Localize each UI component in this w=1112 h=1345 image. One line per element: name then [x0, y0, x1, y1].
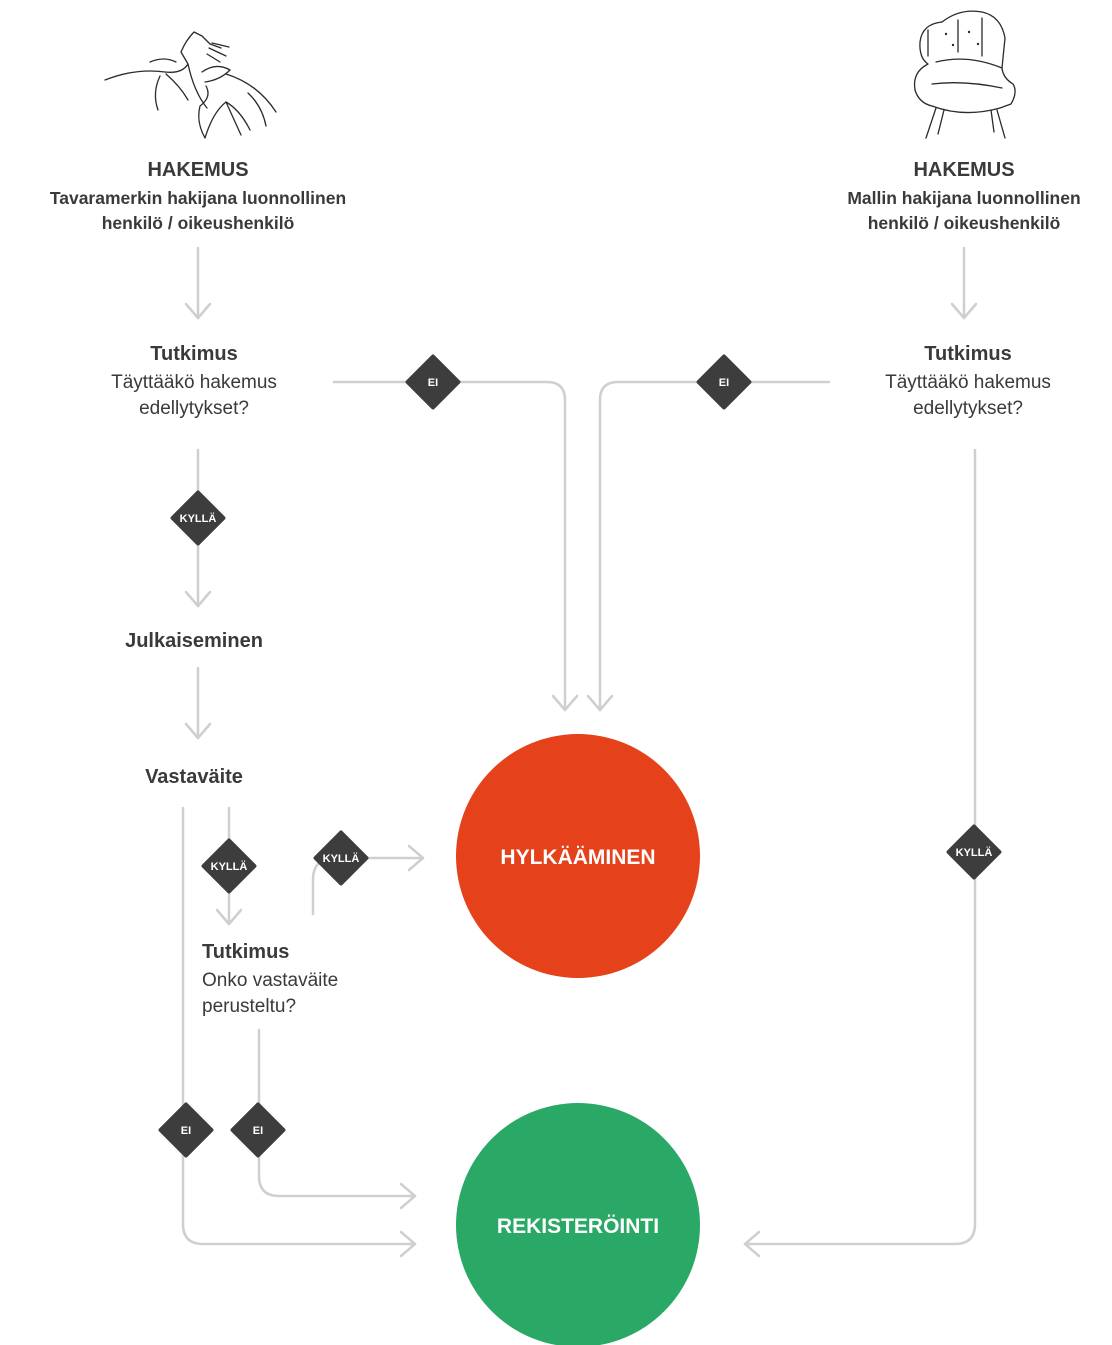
left-examination-title: Tutkimus [150, 343, 237, 365]
arrowhead-publication [184, 590, 212, 608]
arrowhead-opposition-no-registration [399, 1230, 417, 1258]
armchair-sketch-icon [913, 10, 1016, 139]
arrowhead-left-no-rejection [551, 694, 579, 712]
decision-yes-opposition-label: KYLLÄ [211, 860, 248, 873]
opposition-examination-line2: perusteltu? [202, 996, 296, 1017]
left-application-line2: henkilö / oikeushenkilö [102, 213, 295, 233]
decision-no-opposition-exam: EI [230, 1102, 286, 1158]
opposition-examination-title: Tutkimus [202, 941, 289, 963]
left-examination-line1: Täyttääkö hakemus [111, 372, 277, 393]
rejection-label: HYLKÄÄMINEN [500, 846, 655, 869]
left-application-line1: Tavaramerkin hakijana luonnollinen [50, 188, 346, 208]
registration-label: REKISTERÖINTI [497, 1215, 659, 1238]
connector-right-no-to-rejection [598, 380, 831, 712]
decision-yes-left: KYLLÄ [170, 490, 226, 546]
right-examination-line1: Täyttääkö hakemus [885, 372, 1051, 393]
decision-no-left: EI [405, 354, 461, 410]
arrowhead-right-no-rejection [586, 694, 614, 712]
decision-yes-opposition-exam: KYLLÄ [313, 830, 369, 886]
decision-no-right: EI [696, 354, 752, 410]
right-application-line2: henkilö / oikeushenkilö [868, 213, 1061, 233]
arrowhead-right-examination [950, 302, 978, 320]
horse-sketch-icon [104, 31, 277, 139]
rejection-circle [456, 734, 700, 978]
decision-yes-opposition: KYLLÄ [201, 838, 257, 894]
decision-yes-opposition-exam-label: KYLLÄ [323, 852, 360, 865]
connector-opposition-no-to-registration [181, 806, 417, 1246]
connector-left-no-to-rejection [332, 380, 567, 712]
decision-no-opposition: EI [158, 1102, 214, 1158]
decision-yes-left-label: KYLLÄ [180, 512, 217, 525]
decision-no-right-label: EI [719, 377, 729, 389]
right-application-line1: Mallin hakijana luonnollinen [847, 188, 1080, 208]
right-application-title: HAKEMUS [913, 159, 1014, 181]
connector-opposition-exam-no-to-registration [257, 1028, 417, 1198]
connector-right-yes-to-registration [743, 448, 977, 1246]
opposition-title: Vastaväite [145, 766, 243, 788]
arrowhead-opposition-exam-rejection [407, 844, 425, 872]
arrowhead-left-examination [184, 302, 212, 320]
arrowhead-opposition-exam-no-registration [399, 1182, 417, 1210]
arrowhead-opposition [184, 722, 212, 740]
publication-title: Julkaiseminen [125, 630, 263, 652]
arrowhead-opposition-exam [215, 908, 243, 926]
registration-circle [456, 1103, 700, 1345]
left-examination-line2: edellytykset? [139, 398, 249, 419]
right-examination-title: Tutkimus [924, 343, 1011, 365]
rejection-outcome: HYLKÄÄMINEN [456, 734, 700, 978]
left-application-title: HAKEMUS [147, 159, 248, 181]
registration-outcome: REKISTERÖINTI [456, 1103, 700, 1345]
decision-no-opposition-exam-label: EI [253, 1125, 263, 1137]
decision-no-opposition-label: EI [181, 1125, 191, 1137]
arrowhead-right-yes-registration [743, 1230, 761, 1258]
decision-no-left-label: EI [428, 377, 438, 389]
opposition-examination-line1: Onko vastaväite [202, 970, 338, 991]
right-examination-line2: edellytykset? [913, 398, 1023, 419]
decision-yes-right-label: KYLLÄ [956, 846, 993, 859]
decision-yes-right: KYLLÄ [946, 824, 1002, 880]
